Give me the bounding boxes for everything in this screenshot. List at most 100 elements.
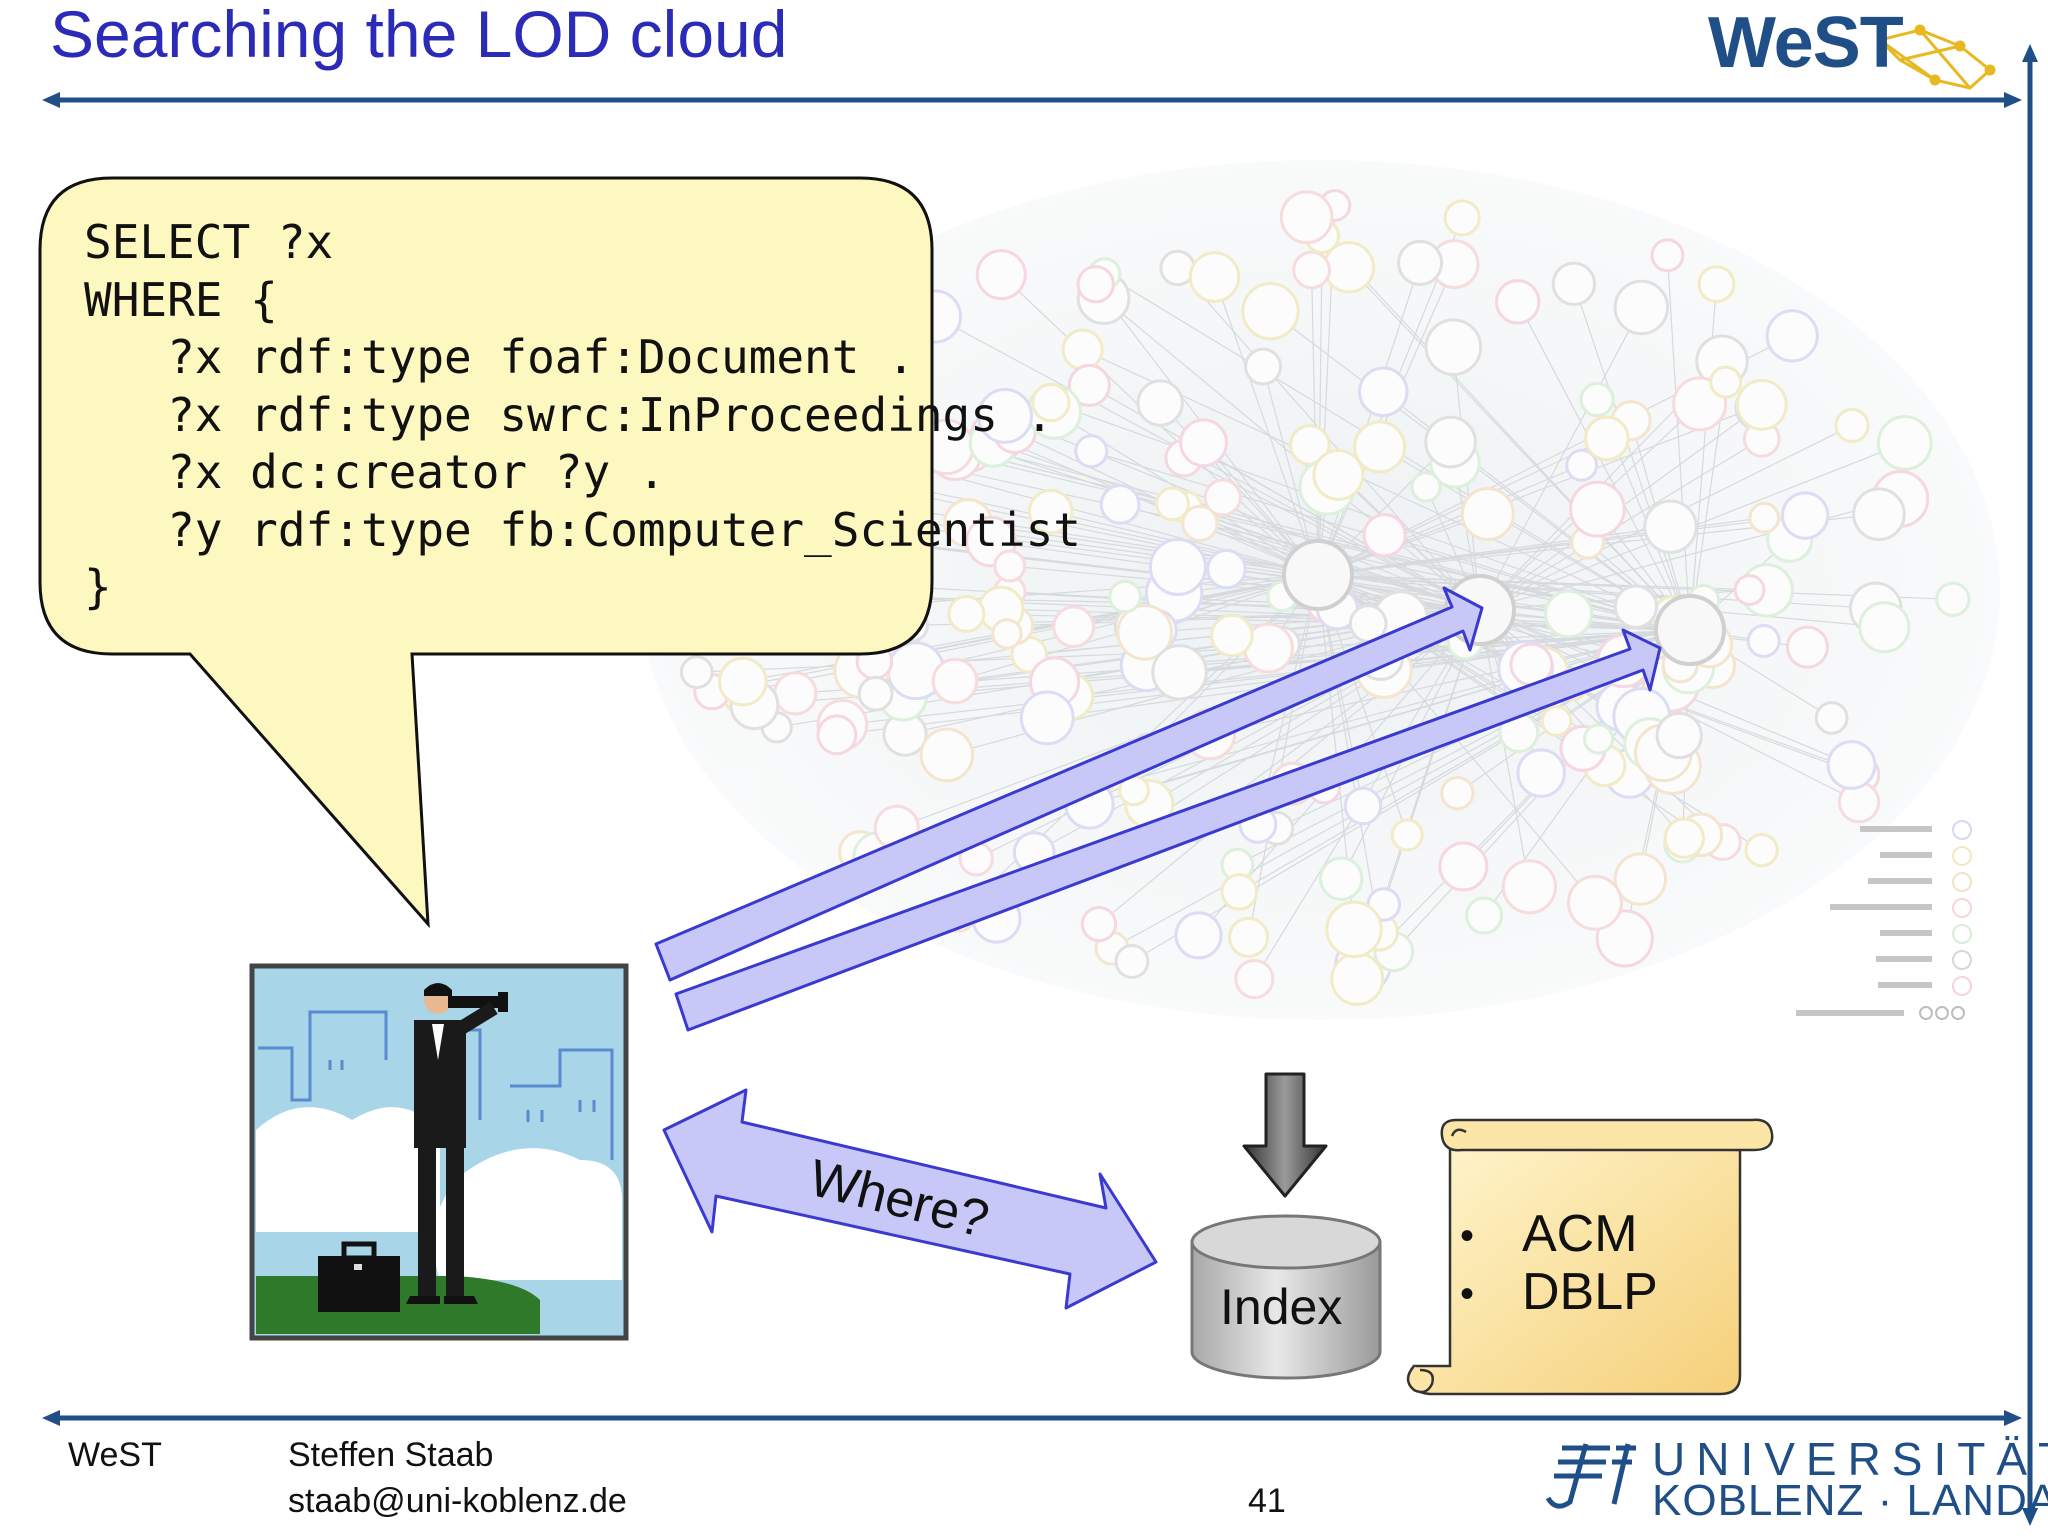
cloud-dataset-node <box>1203 478 1242 517</box>
cloud-dataset-node <box>931 657 979 705</box>
cloud-dataset-node <box>1440 775 1475 811</box>
cloud-dataset-node <box>1613 852 1668 906</box>
cloud-dataset-node <box>1697 265 1736 304</box>
cloud-dataset-node <box>1424 318 1483 376</box>
cloud-dataset-node <box>1579 381 1615 418</box>
cloud-link <box>1479 498 1901 611</box>
cloud-dataset-node <box>1424 415 1477 469</box>
bullet-icon: • <box>1460 1272 1475 1316</box>
cloud-dataset-node <box>857 675 894 712</box>
source-scroll <box>1406 1118 1774 1396</box>
footer-author: Steffen Staab <box>288 1436 494 1474</box>
top-rule <box>42 92 2022 108</box>
cloud-dataset-node <box>1397 239 1444 286</box>
cloud-dataset-node <box>977 388 1033 444</box>
university-name-line1: UNIVERSITÄT <box>1652 1433 2048 1485</box>
cloud-dataset-node <box>1116 604 1174 661</box>
cloud-dataset-node <box>773 671 818 716</box>
cloud-dataset-node <box>991 618 1023 650</box>
cloud-dataset-node <box>1780 491 1830 540</box>
cloud-dataset-node <box>1227 916 1270 958</box>
cloud-dataset-node <box>1852 487 1906 541</box>
cloud-dataset-node <box>1655 711 1703 760</box>
cloud-link <box>1082 349 1691 631</box>
cloud-dataset-node <box>1443 199 1481 237</box>
where-double-arrow <box>662 1088 1158 1310</box>
cloud-dataset-node <box>1357 366 1409 417</box>
cloud-hub-node <box>1282 539 1354 611</box>
cloud-dataset-node <box>919 727 975 783</box>
cloud-dataset-node <box>1234 958 1275 1000</box>
cloud-dataset-node <box>1540 705 1573 737</box>
bottom-rule <box>42 1410 2022 1426</box>
cloud-dataset-node <box>1834 407 1870 443</box>
cloud-dataset-node <box>1733 574 1766 606</box>
cloud-link <box>1317 263 1456 576</box>
query-line: ?x rdf:type foaf:Document . <box>84 330 915 384</box>
cloud-dataset-node <box>1319 856 1364 901</box>
cloud-dataset-node <box>975 249 1027 301</box>
cloud-link <box>968 522 1319 576</box>
cloud-dataset-node <box>1551 261 1597 306</box>
cloud-link <box>1317 514 1806 576</box>
cloud-link <box>1573 283 1691 631</box>
cloud-dataset-node <box>1785 625 1829 669</box>
cloud-dataset-node <box>1220 873 1259 911</box>
cloud-dataset-node <box>1826 740 1877 790</box>
cloud-link <box>1479 609 1530 887</box>
cloud-dataset-node <box>1643 499 1698 554</box>
page-number: 41 <box>1248 1482 1286 1520</box>
right-rule <box>2022 44 2038 1526</box>
cloud-hub-node <box>1654 594 1726 666</box>
query-speech-bubble <box>38 176 934 929</box>
source-dblp: DBLP <box>1522 1263 1658 1321</box>
request-arrow-upper <box>654 586 1484 982</box>
cloud-dataset-node <box>1067 363 1111 407</box>
cloud-dataset-node <box>1746 624 1781 658</box>
cloud-link <box>1317 574 1885 628</box>
cloud-dataset-node <box>1494 279 1541 325</box>
request-arrow-lower <box>674 628 1662 1032</box>
cloud-dataset-node <box>1019 690 1075 746</box>
cloud-link <box>1317 464 1582 576</box>
cloud-link <box>1306 216 1691 631</box>
cloud-dataset-node <box>1052 605 1096 649</box>
cloud-dataset-node <box>1765 309 1819 363</box>
person-spyglass-image <box>249 963 629 1341</box>
query-line: ?x rdf:type swrc:InProceedings . <box>84 387 1054 442</box>
cloud-dataset-node <box>1136 379 1184 427</box>
query-line: WHERE { <box>84 272 278 327</box>
footer-org: WeST <box>68 1436 162 1474</box>
cloud-dataset-node <box>1410 471 1442 503</box>
cloud-dataset-node <box>1935 581 1971 617</box>
cloud-link <box>1050 401 1691 631</box>
cloud-dataset-node <box>1650 238 1685 273</box>
west-logo: WeST <box>1708 3 1904 83</box>
cloud-dataset-node <box>1114 944 1150 979</box>
cloud-dataset-node <box>1748 501 1781 534</box>
cloud-dataset-node <box>1031 382 1071 423</box>
cloud-dataset-node <box>1174 911 1223 960</box>
cloud-dataset-node <box>1076 265 1115 304</box>
cloud-dataset-node <box>1390 818 1424 852</box>
sparql-query: SELECT ?x WHERE { ?x rdf:type foaf:Docum… <box>84 214 1081 617</box>
cloud-link <box>1270 310 1691 631</box>
cloud-dataset-node <box>1516 748 1566 798</box>
cloud-dataset-node <box>1876 415 1933 471</box>
slide-title: Searching the LOD cloud <box>50 0 788 71</box>
cloud-dataset-node <box>993 549 1027 583</box>
cloud-dataset-node <box>1814 701 1849 735</box>
cloud-dataset-node <box>1181 504 1219 543</box>
bullet-icon: • <box>1460 1214 1475 1258</box>
query-line: ?y rdf:type fb:Computer_Scientist <box>84 502 1081 557</box>
cloud-dataset-node <box>1663 817 1705 859</box>
cloud-link <box>1213 276 1319 576</box>
cloud-dataset-node <box>679 655 714 690</box>
query-line: SELECT ?x <box>84 215 334 269</box>
cloud-dataset-node <box>1312 448 1365 501</box>
cloud-dataset-node <box>1544 589 1593 639</box>
source-acm: ACM <box>1522 1205 1638 1263</box>
query-line: } <box>84 560 112 614</box>
cloud-dataset-node <box>1735 378 1788 431</box>
